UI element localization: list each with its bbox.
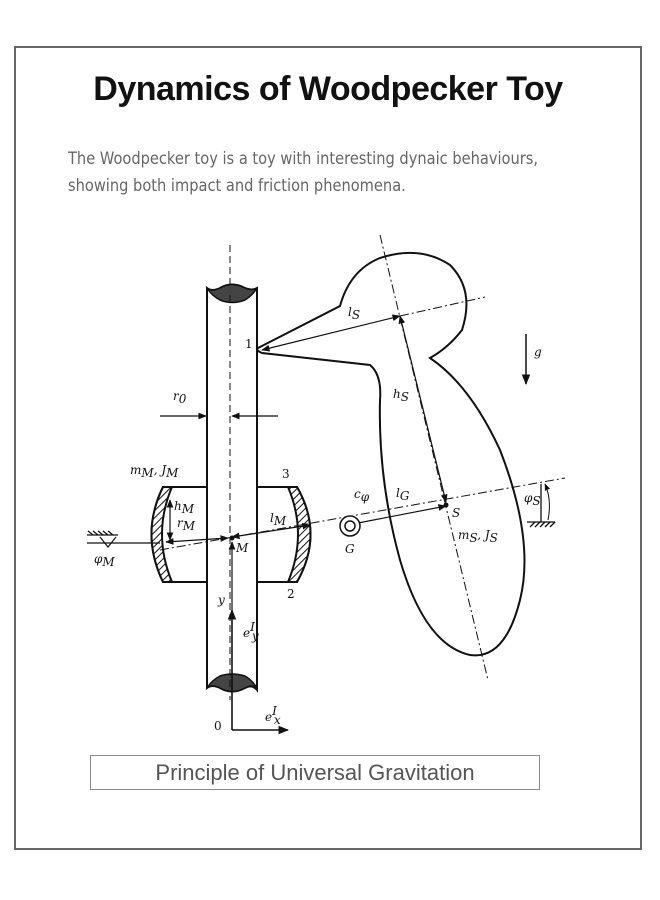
caption-box: Principle of Universal Gravitation <box>90 755 540 790</box>
rM-dimension <box>165 535 229 545</box>
point-M <box>229 535 235 541</box>
point-S <box>443 502 449 508</box>
label-hS: hS <box>393 387 409 404</box>
phiM-ground <box>87 530 160 544</box>
label-r0: r0 <box>173 389 187 406</box>
page-title: Dynamics of Woodpecker Toy <box>93 70 563 108</box>
lM-dimension <box>231 522 311 540</box>
label-S: S <box>452 506 460 520</box>
label-g: g <box>534 345 542 359</box>
label-G: G <box>345 542 355 556</box>
label-lS: lS <box>348 305 360 322</box>
label-mM-JM: mM, JM <box>130 463 179 480</box>
content-frame <box>14 46 642 850</box>
label-lM: lM <box>270 511 287 528</box>
label-lG: lG <box>396 486 410 503</box>
label-origin: 0 <box>214 719 222 733</box>
label-point-2: 2 <box>287 587 295 601</box>
description-line-1: The Woodpecker toy is a toy with interes… <box>68 149 539 169</box>
label-point-1: 1 <box>245 337 253 351</box>
hS-dimension <box>398 315 448 503</box>
label-mS-JS: mS, JS <box>458 528 498 545</box>
description-line-2: showing both impact and friction phenome… <box>68 176 406 196</box>
phiM-arc <box>99 536 117 548</box>
label-rM: rM <box>177 516 196 533</box>
beak-axis <box>399 296 486 317</box>
label-phiS: φS <box>524 491 541 508</box>
lS-dimension <box>261 314 401 352</box>
spring-G-inner <box>344 520 356 532</box>
bird-outline <box>256 251 526 657</box>
phiS-arc <box>544 483 551 521</box>
label-M: M <box>235 541 249 555</box>
label-y: y <box>217 593 225 607</box>
phiS-ground <box>527 484 556 528</box>
lG-dimension <box>357 504 447 524</box>
label-point-3: 3 <box>282 467 290 481</box>
pole <box>206 283 258 693</box>
label-phiM: φM <box>94 552 115 569</box>
label-c-phi: cφ <box>354 487 370 504</box>
description: The Woodpecker toy is a toy with interes… <box>68 146 550 200</box>
label-hM: hM <box>174 499 195 516</box>
